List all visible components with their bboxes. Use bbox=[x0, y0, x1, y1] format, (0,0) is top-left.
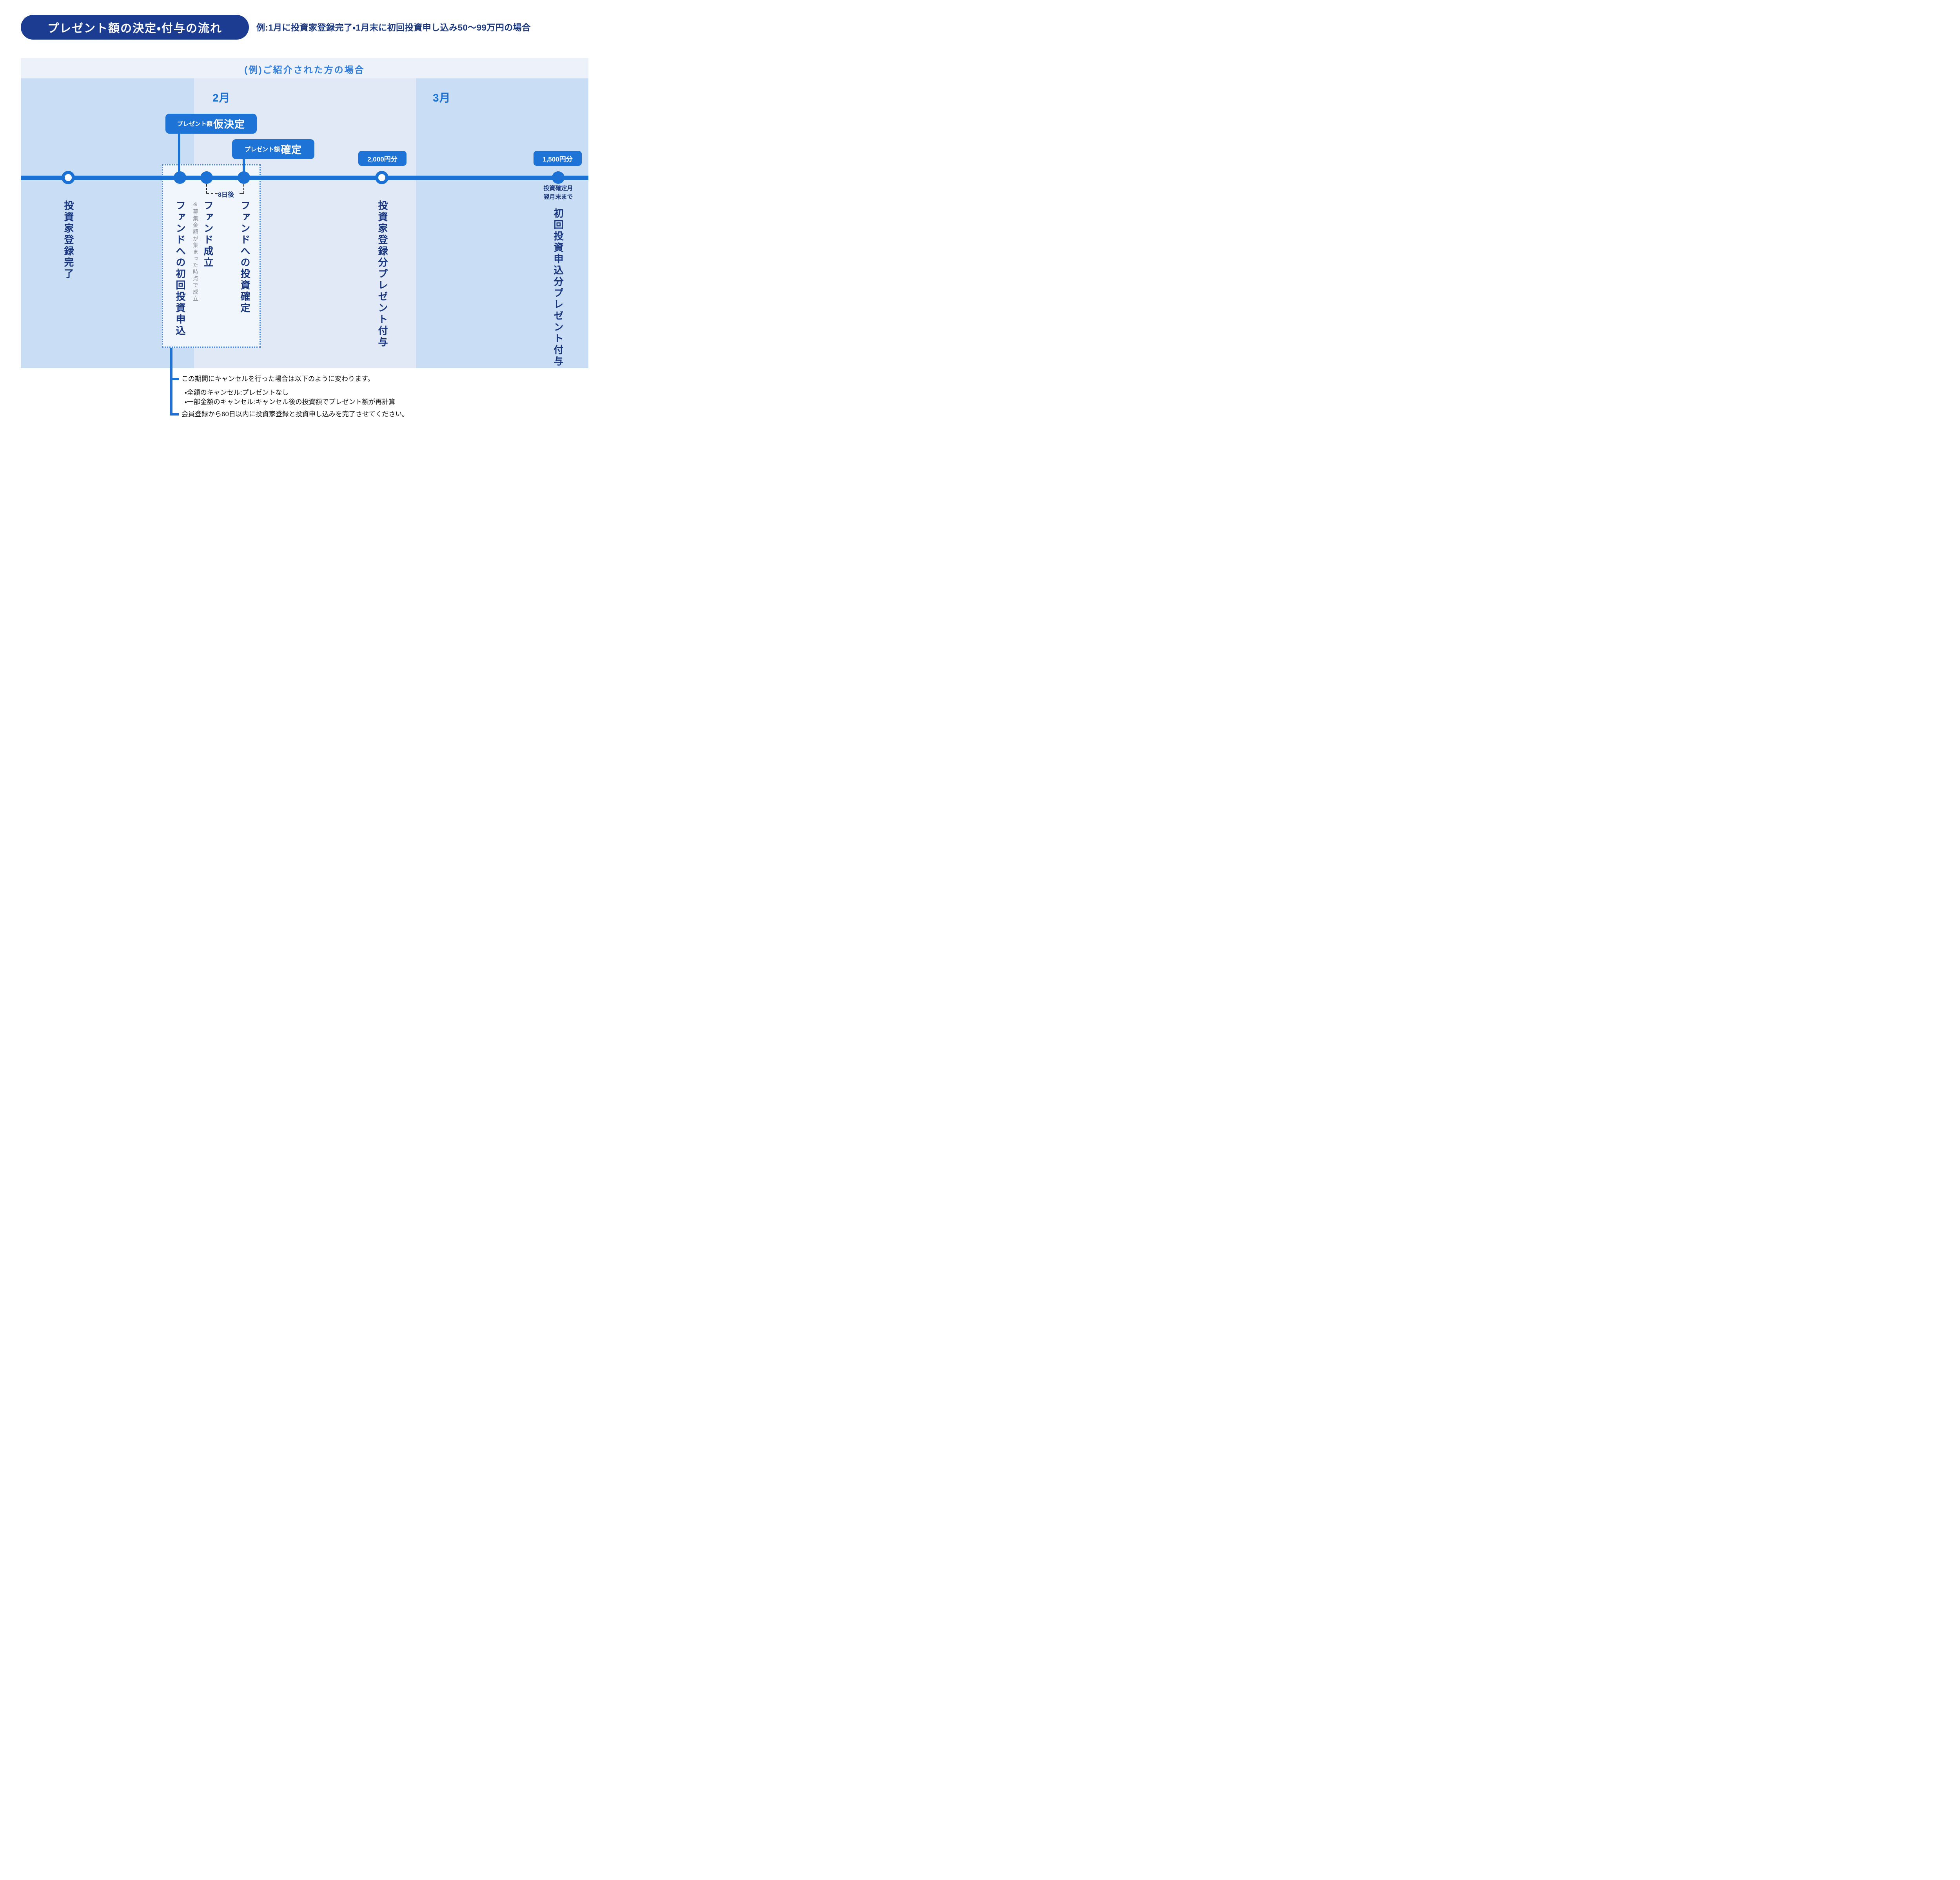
timeline-panel: (例)ご紹介された方の場合 bbox=[21, 58, 588, 368]
milestone-label-registration-present: 投資家登録分プレゼント付与 bbox=[377, 200, 388, 348]
first-investment-present-amount-badge: 1,500円分 bbox=[534, 151, 582, 166]
milestone-label-first-investment-present: 初回投資申込分プレゼント付与 bbox=[552, 208, 563, 367]
notes-connector-line bbox=[170, 347, 172, 416]
note-cancel-full: ・全額のキャンセル:プレゼントなし bbox=[185, 389, 289, 396]
final-badge-main: 確定 bbox=[281, 144, 302, 156]
eight-days-label: 8日後 bbox=[218, 192, 234, 198]
milestone-dot-registration-complete bbox=[62, 171, 75, 184]
provisional-amount-badge: プレゼント額 仮決定 bbox=[165, 114, 257, 134]
milestone-dot-first-investment-present bbox=[552, 171, 564, 184]
eight-days-bracket-right bbox=[243, 184, 244, 194]
eight-days-bracket-left bbox=[206, 184, 207, 194]
eight-days-bracket-left-arm bbox=[207, 193, 218, 194]
note-cancel-partial: ・一部金額のキャンセル:キャンセル後の投資額でプレゼント額が再計算 bbox=[185, 398, 396, 406]
infographic-canvas: プレゼント額の決定・付与の流れ 例:1月に投資家登録完了・1月末に初回投資申し込… bbox=[0, 0, 606, 437]
month-label-february: 2月 bbox=[212, 92, 230, 104]
registration-present-amount-badge: 2,000円分 bbox=[358, 151, 407, 166]
eight-days-bracket-right-arm bbox=[240, 193, 244, 194]
grant-deadline-note: 投資確定月 翌月末まで bbox=[535, 184, 581, 201]
milestone-dot-investment-fixed bbox=[238, 171, 250, 184]
milestone-dot-fund-established bbox=[200, 171, 213, 184]
grant-deadline-line2: 翌月末まで bbox=[543, 193, 573, 200]
page-subtitle: 例:1月に投資家登録完了・1月末に初回投資申し込み50〜99万円の場合 bbox=[256, 23, 531, 33]
provisional-badge-prefix: プレゼント額 bbox=[177, 121, 212, 127]
final-amount-badge: プレゼント額 確定 bbox=[232, 139, 314, 159]
notes-connector-tick-cancel bbox=[170, 378, 179, 380]
milestone-label-first-application: ファンドへの初回投資申込 bbox=[174, 200, 185, 337]
milestone-label-investment-fixed: ファンドへの投資確定 bbox=[239, 200, 250, 314]
note-registration-deadline: 会員登録から60日以内に投資家登録と投資申し込みを完了させてください。 bbox=[181, 410, 409, 418]
notes-connector-tick-deadline bbox=[170, 413, 179, 416]
grant-deadline-line1: 投資確定月 bbox=[543, 185, 573, 192]
provisional-badge-connector bbox=[178, 132, 180, 176]
cancellation-period-box bbox=[162, 164, 261, 348]
month-column-march bbox=[416, 78, 588, 368]
timeline-line bbox=[21, 176, 588, 180]
page-title: プレゼント額の決定・付与の流れ bbox=[21, 15, 249, 40]
milestone-label-registration-complete: 投資家登録完了 bbox=[63, 200, 74, 280]
example-case-label: (例)ご紹介された方の場合 bbox=[244, 65, 365, 75]
provisional-badge-main: 仮決定 bbox=[213, 118, 245, 130]
final-badge-connector bbox=[243, 158, 245, 177]
final-badge-prefix: プレゼント額 bbox=[244, 146, 280, 153]
milestone-dot-first-application bbox=[174, 171, 186, 184]
month-label-march: 3月 bbox=[433, 92, 451, 104]
milestone-label-fund-established: ファンド成立 bbox=[202, 200, 213, 269]
note-cancel-intro: この期間にキャンセルを行った場合は以下のように変わります。 bbox=[181, 375, 374, 383]
milestone-dot-registration-present bbox=[375, 171, 388, 184]
fund-establishment-note: ※募集金額が集まった時点で成立 bbox=[192, 201, 199, 302]
